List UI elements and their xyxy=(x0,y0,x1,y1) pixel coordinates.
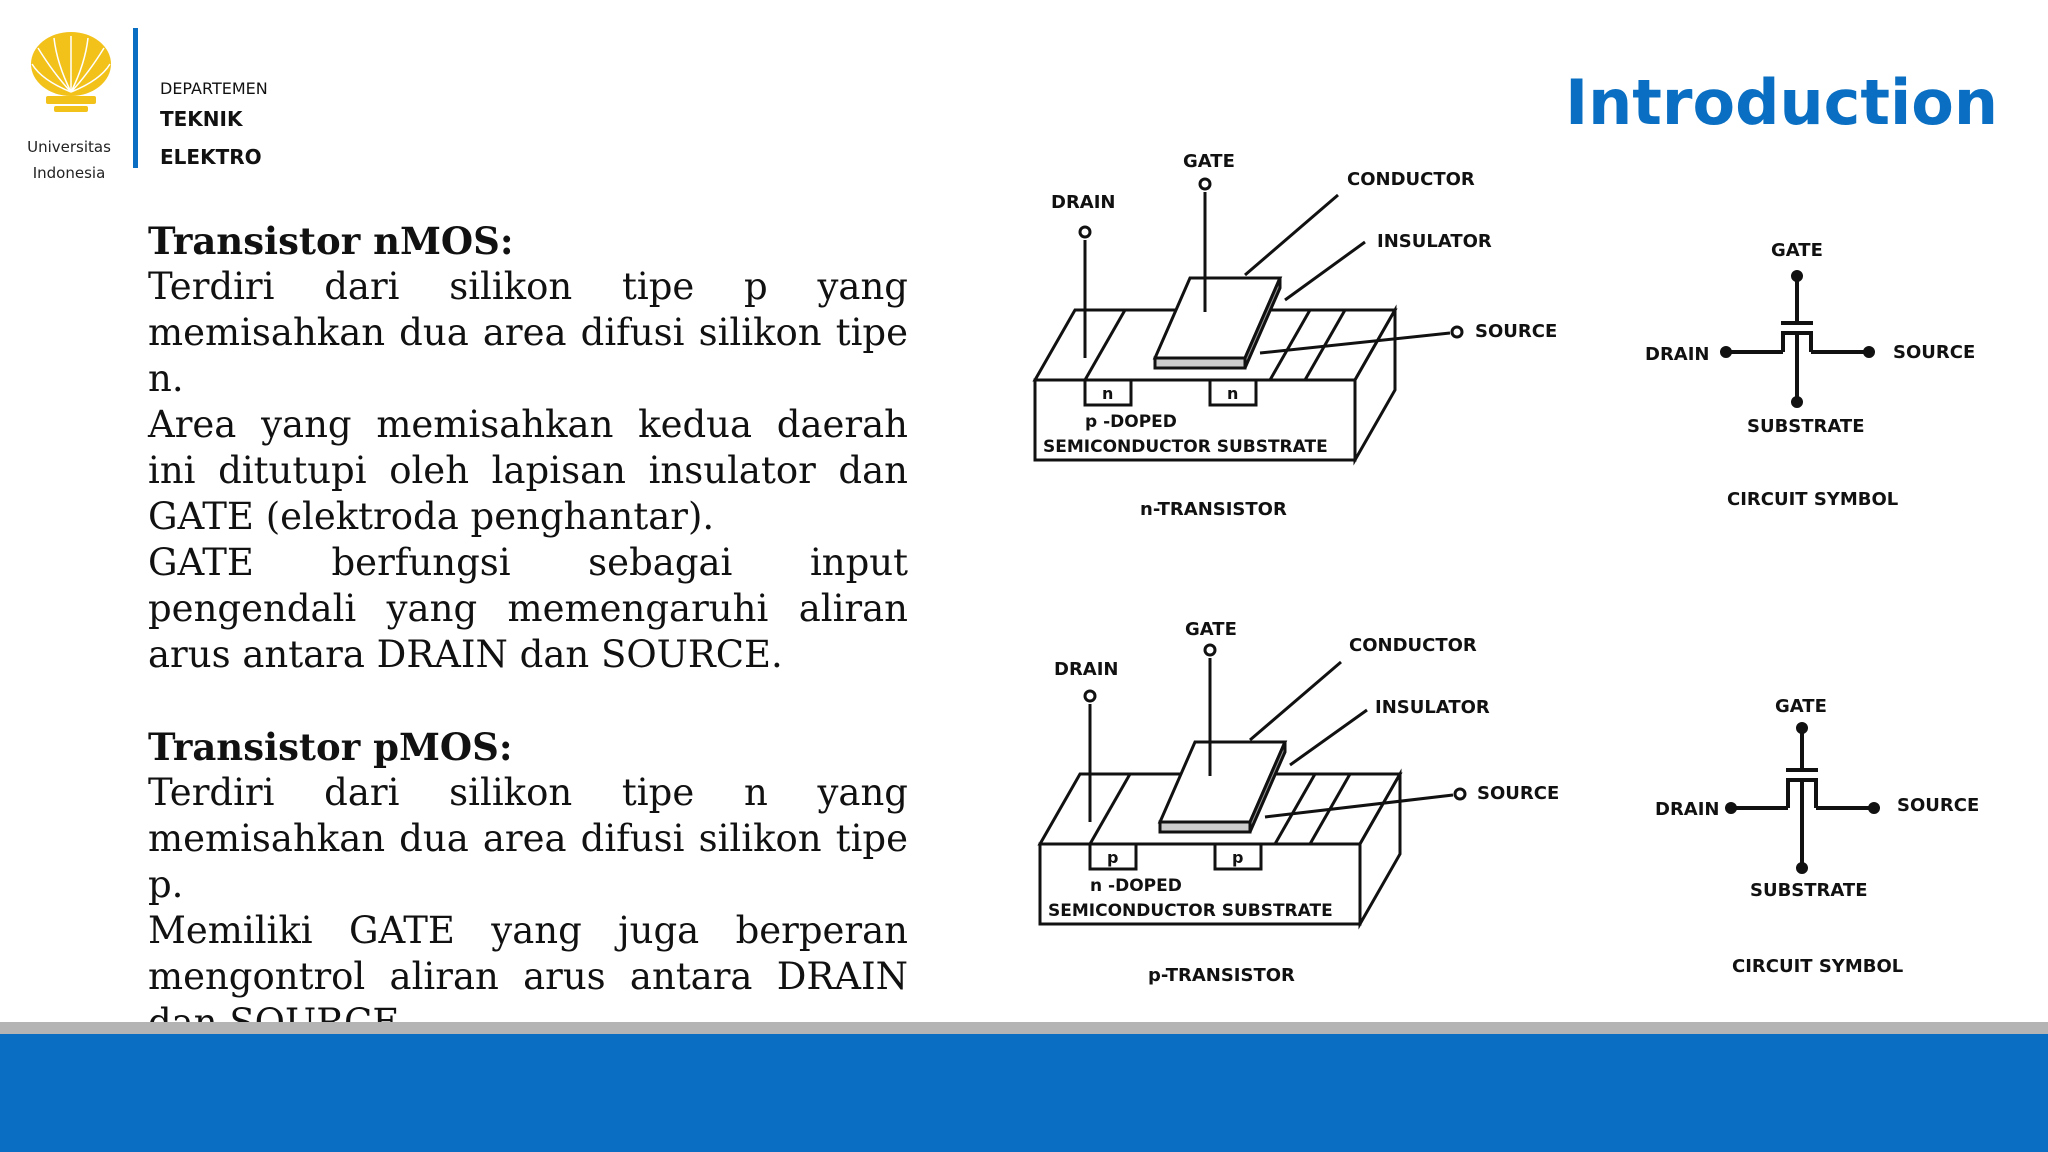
p-insulator-label: INSULATOR xyxy=(1375,697,1490,718)
mos-transistor-figure: GATE DRAIN CONDUCTOR INSULATOR SOURCE n … xyxy=(1032,151,1979,986)
n-diff-left: n xyxy=(1102,384,1113,403)
department-line-3: ELEKTRO xyxy=(160,145,262,169)
pmos-heading: Transistor pMOS: xyxy=(148,725,513,769)
n-transistor-caption: n-TRANSISTOR xyxy=(1140,499,1287,520)
p-diff-left: p xyxy=(1107,848,1118,867)
p-sym-drain: DRAIN xyxy=(1655,799,1720,820)
n-circuit-symbol xyxy=(1720,270,1875,408)
department-line-1: DEPARTEMEN xyxy=(160,79,268,98)
p-substrate-line2: SEMICONDUCTOR SUBSTRATE xyxy=(1048,901,1333,921)
p-diff-right: p xyxy=(1232,848,1243,867)
n-transistor-diagram xyxy=(1032,177,1464,466)
n-sym-caption: CIRCUIT SYMBOL xyxy=(1727,489,1898,510)
header-divider xyxy=(133,28,138,168)
n-circuit-symbol-labels: GATE DRAIN SOURCE SUBSTRATE CIRCUIT SYMB… xyxy=(1645,240,1975,510)
p-sym-substrate: SUBSTRATE xyxy=(1750,880,1868,901)
p-gate-label: GATE xyxy=(1185,619,1237,640)
n-conductor-label: CONDUCTOR xyxy=(1347,169,1475,190)
p-circuit-symbol xyxy=(1725,722,1880,874)
slide-body: Transistor nMOS: Terdiri dari silikon ti… xyxy=(148,218,908,1046)
p-drain-label: DRAIN xyxy=(1054,659,1119,680)
n-sym-drain: DRAIN xyxy=(1645,344,1710,365)
p-transistor-diagram xyxy=(1037,643,1467,930)
n-transistor-labels: GATE DRAIN CONDUCTOR INSULATOR SOURCE n … xyxy=(1043,151,1557,520)
n-drain-label: DRAIN xyxy=(1051,192,1116,213)
p-sym-gate: GATE xyxy=(1775,696,1827,717)
n-diff-right: n xyxy=(1227,384,1238,403)
p-source-label: SOURCE xyxy=(1477,783,1559,804)
nmos-heading: Transistor nMOS: xyxy=(148,219,514,263)
n-insulator-label: INSULATOR xyxy=(1377,231,1492,252)
n-sym-substrate: SUBSTRATE xyxy=(1747,416,1865,437)
footer-band xyxy=(0,1034,2048,1152)
p-sym-source: SOURCE xyxy=(1897,795,1979,816)
university-line-2: Indonesia xyxy=(32,164,106,182)
university-line-1: Universitas xyxy=(27,138,111,156)
university-name: Universitas Indonesia xyxy=(14,134,124,186)
n-substrate-line2: SEMICONDUCTOR SUBSTRATE xyxy=(1043,437,1328,457)
p-conductor-label: CONDUCTOR xyxy=(1349,635,1477,656)
n-gate-label: GATE xyxy=(1183,151,1235,172)
n-substrate-line1: p -DOPED xyxy=(1085,412,1177,432)
nmos-paragraph-1: Terdiri dari silikon tipe p yang memisah… xyxy=(148,265,908,400)
p-transistor-labels: GATE DRAIN CONDUCTOR INSULATOR SOURCE p … xyxy=(1048,619,1559,986)
p-circuit-symbol-labels: GATE DRAIN SOURCE SUBSTRATE CIRCUIT SYMB… xyxy=(1655,696,1979,977)
n-sym-source: SOURCE xyxy=(1893,342,1975,363)
department-name: DEPARTEMEN TEKNIK ELEKTRO xyxy=(160,78,268,176)
n-source-label: SOURCE xyxy=(1475,321,1557,342)
n-sym-gate: GATE xyxy=(1771,240,1823,261)
department-line-2: TEKNIK xyxy=(160,107,243,131)
footer-divider xyxy=(0,1022,2048,1034)
p-sym-caption: CIRCUIT SYMBOL xyxy=(1732,956,1903,977)
p-transistor-caption: p-TRANSISTOR xyxy=(1148,965,1295,986)
pmos-paragraph-1: Terdiri dari silikon tipe n yang memisah… xyxy=(148,771,908,906)
p-substrate-line1: n -DOPED xyxy=(1090,876,1182,896)
nmos-paragraph-2: Area yang memisahkan kedua daerah ini di… xyxy=(148,403,908,538)
nmos-paragraph-3: GATE berfungsi sebagai input pengendali … xyxy=(148,541,908,676)
slide-title: Introduction xyxy=(1565,66,1998,139)
university-logo xyxy=(31,32,111,112)
